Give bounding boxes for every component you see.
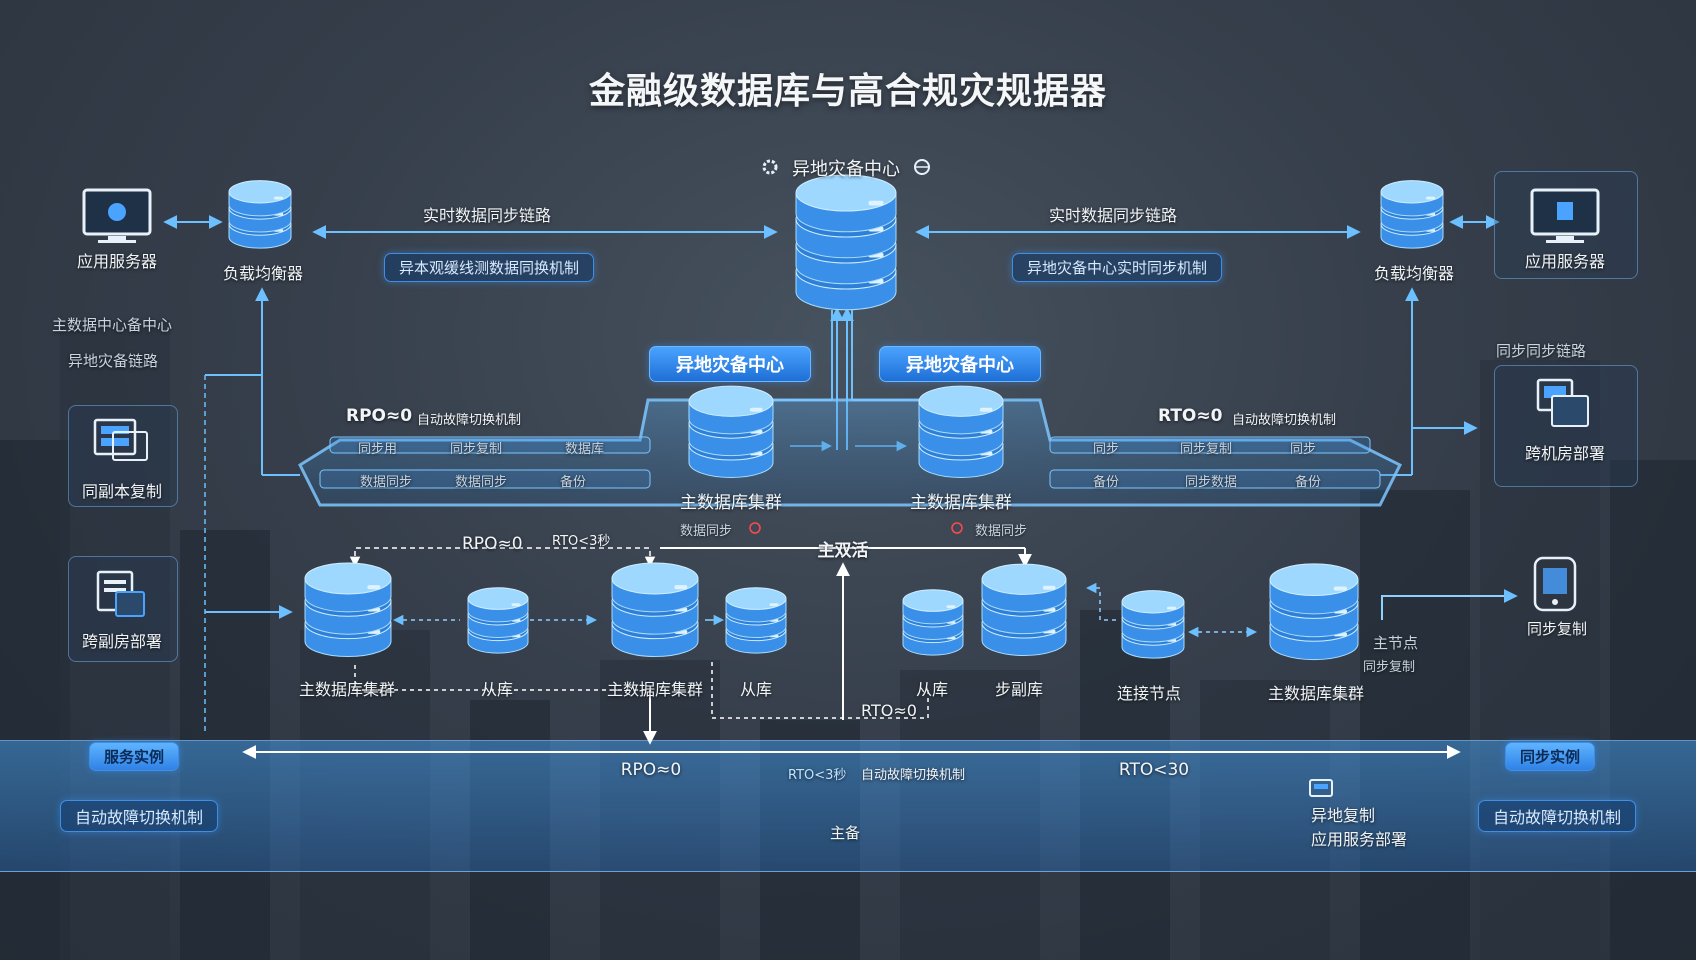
monitor-icon [82, 188, 152, 243]
left-replica-box [68, 405, 178, 507]
right-balancer-label: 负载均衡器 [1373, 264, 1455, 283]
bottom-failover: 自动故障切换机制 [861, 768, 966, 783]
page-title: 金融级数据库与高合规灾规据器 [588, 71, 1107, 112]
bottom-rto2: RTO<30 [1118, 760, 1190, 780]
middle-right-note1: 主节点 [1373, 634, 1419, 652]
middle-right-note2: 同步复制 [1363, 660, 1416, 675]
database-icon [228, 180, 292, 249]
middle-node-label: 主数据库集群 [1267, 684, 1365, 703]
bottom-band [0, 740, 1696, 872]
database-icon [918, 385, 1004, 478]
bottom-rto1: RTO<3秒 [788, 768, 847, 783]
middle-node-label: 主数据库集群 [298, 680, 396, 699]
left-box1-label: 同副本复制 [81, 482, 163, 501]
left-side-line1: 主数据中心备中心 [52, 316, 173, 334]
top-right-link-label: 实时数据同步链路 [1048, 206, 1178, 225]
small-server-icon [1309, 779, 1333, 797]
database-icon [688, 385, 774, 478]
middle-rto-mid: RTO≈0 [861, 701, 917, 720]
center-cluster-right: 主数据库集群 [910, 493, 1012, 513]
database-icon [795, 174, 897, 311]
tray-right-item: 备份 [1295, 475, 1322, 490]
database-icon [467, 587, 529, 654]
right-side-item: 同步复制 [1526, 620, 1588, 638]
tray-right-item: 同步 [1093, 442, 1120, 457]
left-app-server-label: 应用服务器 [76, 252, 158, 271]
phone-icon [1533, 556, 1577, 612]
right-box1-label: 跨机房部署 [1524, 444, 1606, 463]
tray-right-item: 备份 [1093, 475, 1120, 490]
middle-rto-top: RTO<3秒 [552, 534, 611, 549]
right-app-server-label: 应用服务器 [1524, 252, 1606, 271]
center-rto-right: RTO≈0 [1158, 406, 1223, 426]
bottom-main: 主备 [829, 824, 861, 842]
bottom-right-box: 自动故障切换机制 [1477, 800, 1637, 832]
middle-active-label: 主双活 [817, 541, 869, 561]
tray-left-item: 数据同步 [455, 475, 508, 490]
right-side-line1: 同步同步链路 [1496, 342, 1587, 360]
skyline-building [0, 440, 70, 960]
top-right-link-pill: 异地灾备中心实时同步机制 [1011, 253, 1223, 282]
document-icon [96, 570, 145, 617]
center-rpo-left-note: 自动故障切换机制 [417, 413, 522, 428]
database-icon [1380, 180, 1444, 249]
skyline-building [1360, 490, 1470, 960]
middle-node-label: 主数据库集群 [606, 680, 704, 699]
middle-node-label: 从库 [915, 680, 949, 699]
globe-icon [914, 159, 930, 175]
center-pill-left: 异地灾备中心 [649, 346, 811, 382]
bottom-right-pill: 同步实例 [1504, 742, 1596, 771]
middle-node-label: 从库 [480, 680, 514, 699]
middle-rpo-top: RPO≈0 [462, 534, 523, 554]
top-left-link-pill: 异本观缓线测数据同换机制 [383, 253, 595, 282]
skyline-building [1610, 460, 1696, 960]
database-icon [1269, 563, 1359, 661]
gear-icon [762, 159, 778, 175]
database-icon [902, 589, 964, 656]
bottom-right-line1: 异地复制 [1311, 806, 1376, 825]
center-rto-right-note: 自动故障切换机制 [1232, 413, 1337, 428]
left-box2-label: 跨副房部署 [81, 632, 163, 651]
database-icon [1121, 590, 1185, 659]
center-status-left: 数据同步 [680, 524, 733, 539]
middle-node-label: 连接节点 [1116, 684, 1182, 703]
tray-left-item: 数据同步 [360, 475, 413, 490]
bottom-rpo: RPO≈0 [620, 760, 682, 780]
terminal-icon [1536, 378, 1589, 427]
bottom-left-pill: 服务实例 [88, 742, 180, 771]
tray-left-item: 数据库 [565, 442, 605, 457]
tray-right-item: 同步复制 [1180, 442, 1233, 457]
tray-left-item: 同步用 [358, 442, 398, 457]
middle-node-label: 步副库 [994, 680, 1044, 699]
server-rack-icon [93, 418, 148, 461]
top-left-link-label: 实时数据同步链路 [422, 206, 552, 225]
center-rpo-left: RPO≈0 [346, 406, 413, 426]
tray-right-item: 同步数据 [1185, 475, 1238, 490]
center-cluster-left: 主数据库集群 [680, 493, 782, 513]
database-icon [611, 562, 699, 658]
left-side-line2: 异地灾备链路 [68, 352, 159, 370]
center-pill-right: 异地灾备中心 [879, 346, 1041, 382]
left-balancer-label: 负载均衡器 [222, 264, 304, 283]
tray-right-item: 同步 [1290, 442, 1317, 457]
tray-left-item: 备份 [560, 475, 587, 490]
database-icon [725, 587, 787, 654]
tray-left-item: 同步复制 [450, 442, 503, 457]
bottom-right-line2: 应用服务部署 [1311, 830, 1408, 849]
monitor-icon [1530, 188, 1600, 243]
bottom-left-box: 自动故障切换机制 [59, 800, 219, 832]
middle-node-label: 从库 [739, 680, 773, 699]
database-icon [304, 562, 392, 658]
database-icon [981, 563, 1067, 656]
top-center-label: 异地灾备中心 [792, 159, 900, 180]
center-status-right: 数据同步 [975, 524, 1028, 539]
